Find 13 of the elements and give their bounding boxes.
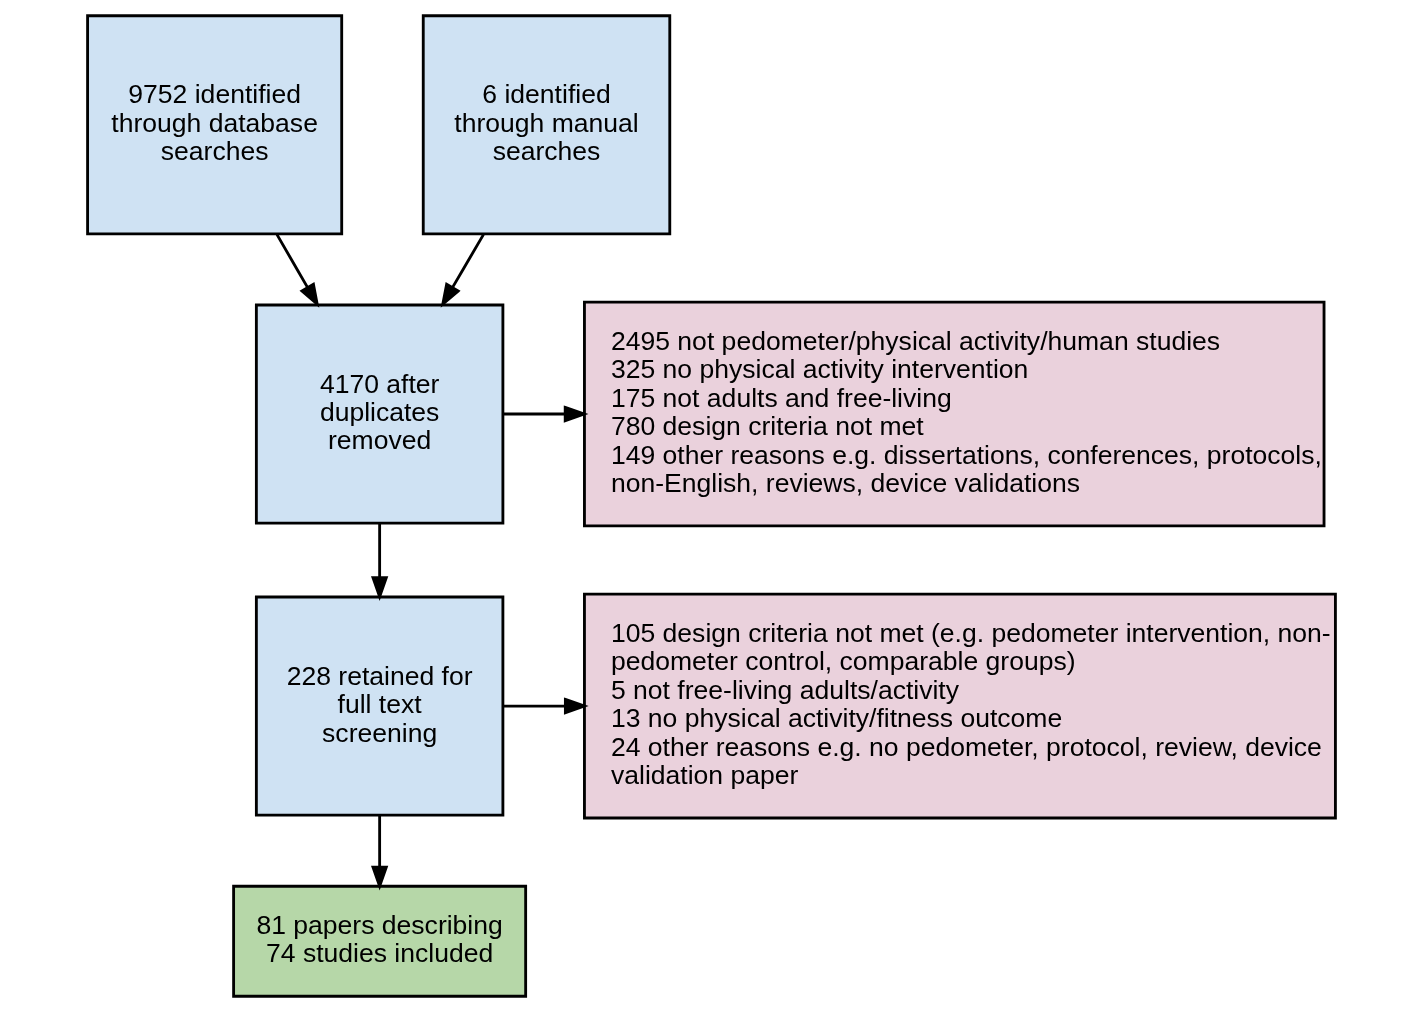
arrow bbox=[440, 233, 485, 308]
node-box: 4170 after duplicates removed bbox=[254, 303, 504, 525]
arrow bbox=[370, 523, 388, 602]
arrow bbox=[502, 697, 589, 715]
node-box: 6 identified through manual searches bbox=[421, 14, 671, 236]
node-box: 9752 identified through database searches bbox=[85, 14, 343, 236]
arrow bbox=[275, 233, 319, 308]
node-box: 2495 not pedometer/physical activity/human studies 325 no physical activity intervention 175 not adults and free-living 780 design criteria not met 149 other reasons e.g. dissertations, conferences, protocols, non-English, reviews, device validations bbox=[582, 300, 1325, 528]
node-box: 228 retained for full text screening bbox=[254, 595, 504, 817]
arrow bbox=[370, 815, 388, 891]
node-box: 105 design criteria not met (e.g. pedometer intervention, non-pedometer control, comparable groups) 5 not free-living adults/activity 13 no physical activity/fitness outcome 24 other reasons e.g. no pedometer, protocol, review, device validation paper bbox=[582, 592, 1337, 820]
node-box: 81 papers describing 74 studies included bbox=[231, 884, 527, 998]
arrow bbox=[502, 405, 588, 423]
